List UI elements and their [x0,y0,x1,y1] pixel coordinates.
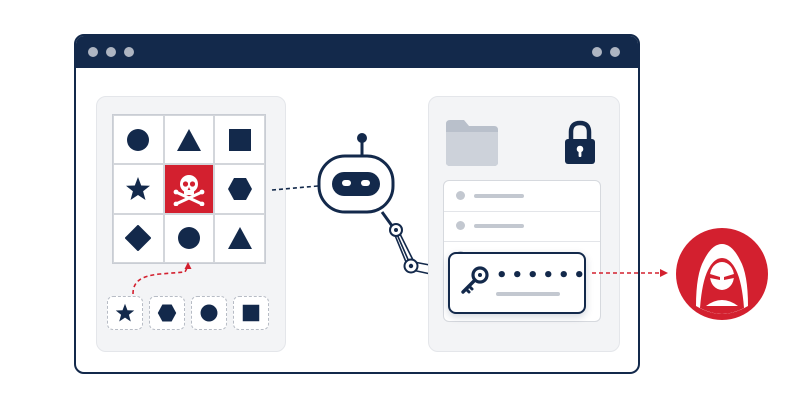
grid-cell[interactable] [214,213,265,263]
placeholder-line [496,292,560,296]
masked-password: •••••• [496,265,590,286]
square-icon [228,128,251,151]
star-icon [115,303,135,322]
skull-crossbones-icon [173,174,205,206]
list-item[interactable] [444,181,600,212]
hacker-icon [676,228,768,320]
puzzle-grid [112,114,266,264]
credential-card[interactable]: •••••• [448,252,586,314]
circle-icon [127,128,150,151]
key-icon [461,266,489,294]
circle-icon [200,304,218,322]
star-icon [126,176,151,200]
square-icon [242,304,260,322]
placeholder-line [474,224,524,228]
bullet-icon [456,221,465,230]
grid-cell[interactable] [163,213,215,263]
tray-slot[interactable] [233,296,269,330]
grid-cell[interactable] [214,115,265,165]
hexagon-icon [157,304,177,322]
window-dot[interactable] [106,47,116,57]
triangle-icon [227,227,252,250]
diamond-icon [125,225,152,252]
robot-icon [317,133,395,214]
grid-cell-selected[interactable] [163,164,215,214]
window-dot[interactable] [88,47,98,57]
grid-cell[interactable] [113,213,164,263]
triangle-icon [176,128,201,151]
circle-icon [177,227,200,250]
window-dot[interactable] [592,47,602,57]
tray-slot[interactable] [149,296,185,330]
bullet-icon [456,191,465,200]
window-dot[interactable] [610,47,620,57]
grid-cell[interactable] [113,164,164,214]
placeholder-line [474,194,524,198]
window-dot[interactable] [124,47,134,57]
tray-slot[interactable] [107,296,143,330]
grid-cell[interactable] [163,115,215,165]
grid-cell[interactable] [113,115,164,165]
padlock-icon[interactable] [562,120,598,166]
folder-icon[interactable] [444,118,500,168]
grid-cell[interactable] [214,164,265,214]
list-item[interactable] [444,211,600,242]
window-titlebar [76,36,638,68]
hexagon-icon [227,177,252,200]
tray-slot[interactable] [191,296,227,330]
